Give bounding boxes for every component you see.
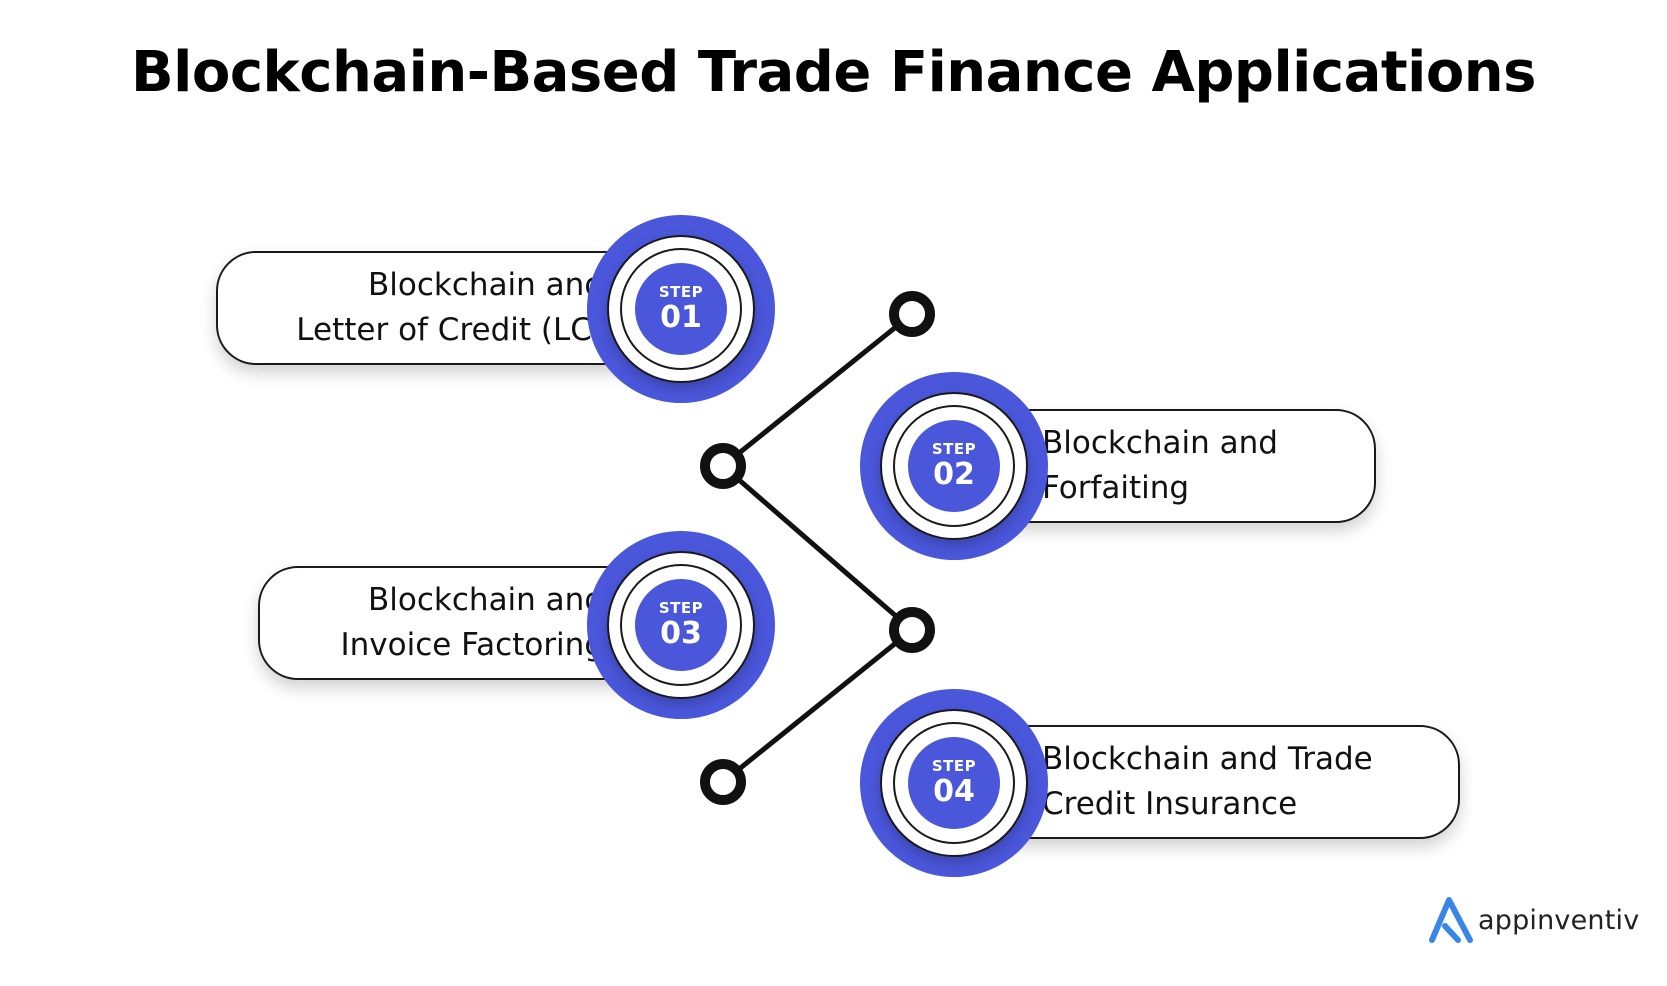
- step-number: 02: [933, 457, 975, 492]
- step-02-line-1: Blockchain and: [1042, 425, 1278, 461]
- step-badge-02: STEP 02: [860, 372, 1048, 560]
- step-03-line-1: Blockchain and: [368, 582, 604, 618]
- step-04-line-2: Credit Insurance: [1042, 786, 1298, 822]
- step-badge-01: STEP 01: [587, 215, 775, 403]
- page-title: Blockchain-Based Trade Finance Applicati…: [131, 40, 1537, 105]
- step-badge-04: STEP 04: [860, 689, 1048, 877]
- brand-logo: appinventiv: [1428, 896, 1639, 944]
- badge-core: STEP 01: [635, 263, 727, 355]
- step-04-line-1: Blockchain and Trade: [1042, 741, 1373, 777]
- step-word: STEP: [931, 757, 977, 775]
- badge-core: STEP 02: [908, 420, 1000, 512]
- step-badge-03: STEP 03: [587, 531, 775, 719]
- connector-node-3: [889, 607, 935, 653]
- connector-node-2: [700, 443, 746, 489]
- step-01-line-2: Letter of Credit (LC): [296, 312, 604, 348]
- step-02-line-2: Forfaiting: [1042, 470, 1190, 506]
- step-01-line-1: Blockchain and: [368, 267, 604, 303]
- connector-node-4: [700, 759, 746, 805]
- step-number: 03: [660, 616, 702, 651]
- connector-node-1: [889, 291, 935, 337]
- connector-line: [719, 312, 916, 784]
- badge-core: STEP 04: [908, 737, 1000, 829]
- step-word: STEP: [658, 599, 704, 617]
- step-number: 01: [660, 300, 702, 335]
- step-word: STEP: [658, 283, 704, 301]
- step-word: STEP: [931, 440, 977, 458]
- appinventiv-logo-icon: [1429, 897, 1473, 943]
- logo-text: appinventiv: [1478, 904, 1640, 936]
- badge-core: STEP 03: [635, 579, 727, 671]
- step-number: 04: [933, 774, 975, 809]
- step-03-line-2: Invoice Factoring: [340, 627, 604, 663]
